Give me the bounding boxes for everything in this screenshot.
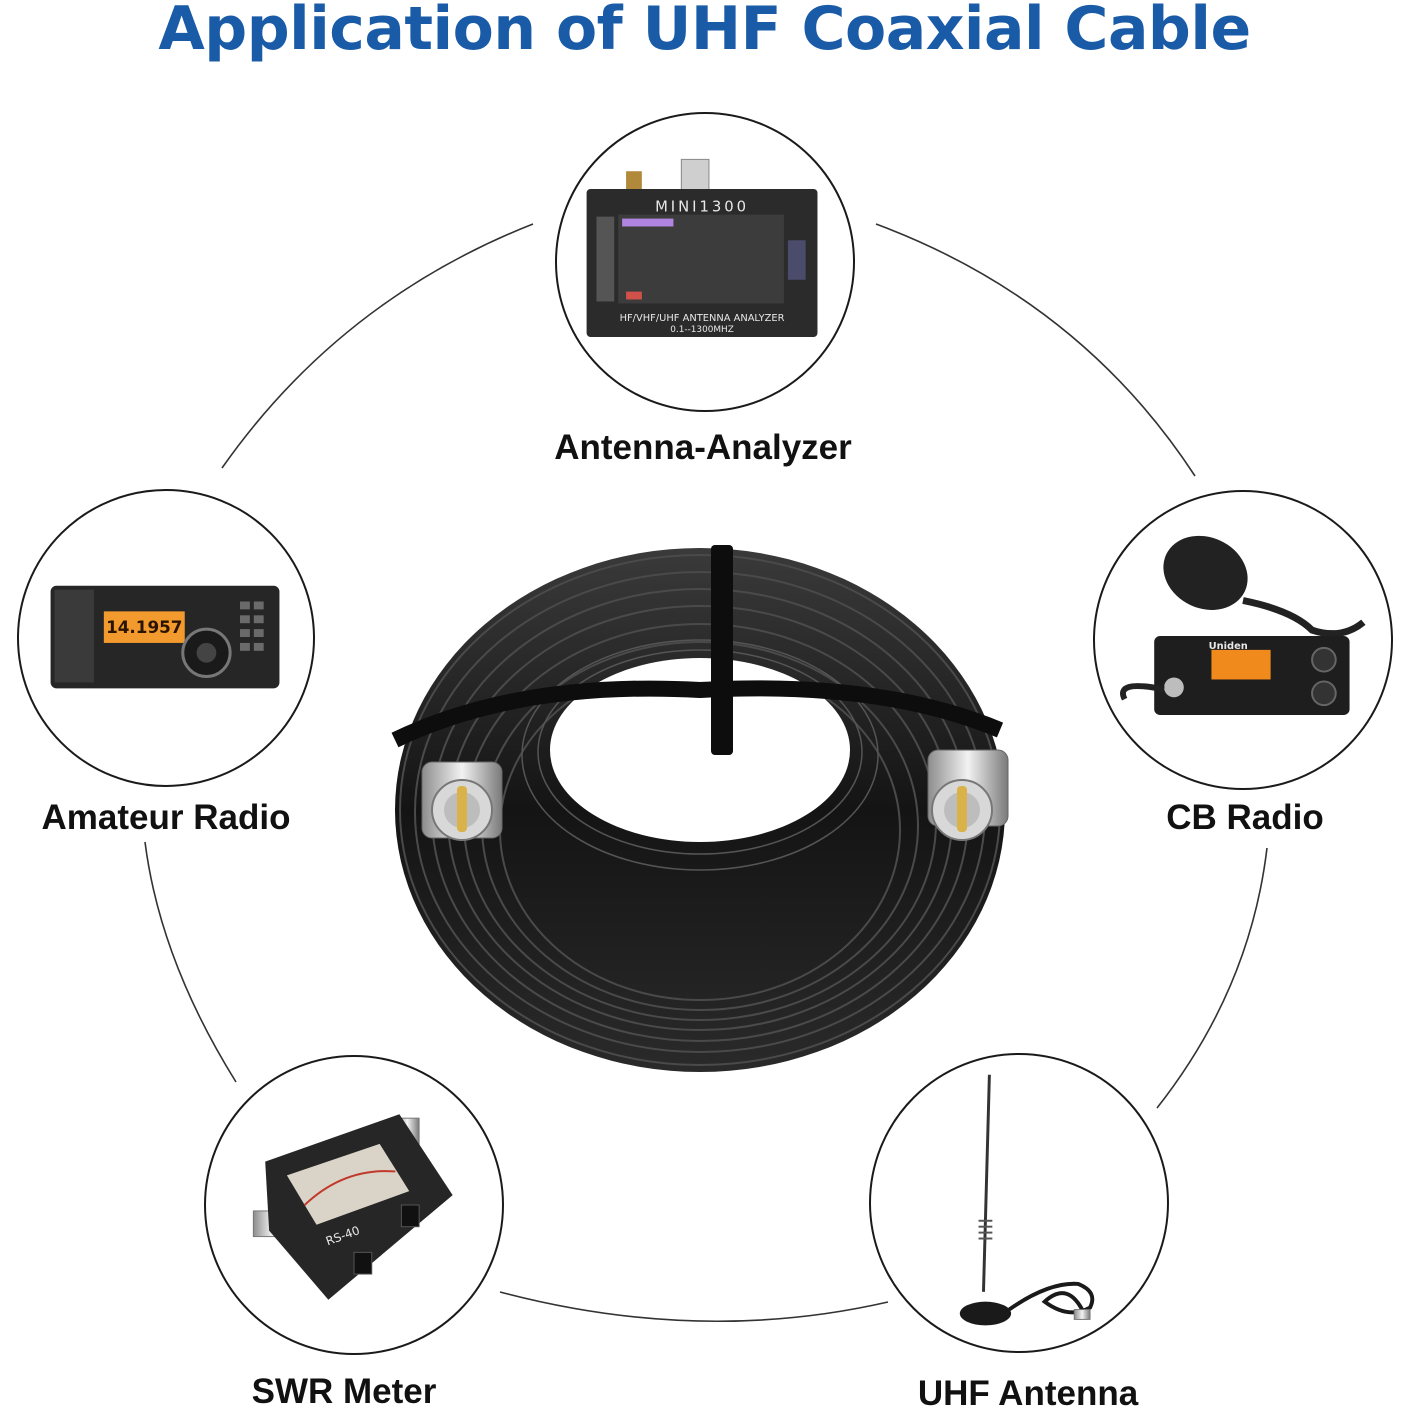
arc-right bbox=[1156, 847, 1268, 1109]
amateur-radio-circle: 14.1957 bbox=[17, 489, 315, 787]
arc-bottom bbox=[499, 1291, 889, 1323]
label-antenna-analyzer: Antenna-Analyzer bbox=[554, 428, 852, 467]
cb-radio-image: Uniden bbox=[1120, 535, 1366, 715]
label-amateur-radio: Amateur Radio bbox=[41, 798, 291, 837]
uhf-antenna-circle bbox=[869, 1053, 1169, 1353]
analyzer-caption: HF/VHF/UHF ANTENNA ANALYZER bbox=[620, 313, 785, 324]
antenna-analyzer-image: MINI1300 HF/VHF/UHF ANTENNA ANALYZER 0.1… bbox=[586, 158, 818, 337]
analyzer-range: 0.1--1300MHZ bbox=[670, 325, 734, 335]
cb-brand: Uniden bbox=[1209, 641, 1248, 652]
arc-left bbox=[144, 841, 237, 1083]
cb-radio-circle: Uniden bbox=[1093, 490, 1393, 790]
swr-meter-circle: RS-40 bbox=[204, 1055, 504, 1355]
arc-top-right bbox=[875, 223, 1196, 477]
label-swr-meter: SWR Meter bbox=[251, 1372, 437, 1411]
uhf-antenna-image bbox=[959, 1074, 1095, 1326]
label-cb-radio: CB Radio bbox=[1166, 798, 1324, 837]
swr-meter-image: RS-40 bbox=[252, 1114, 453, 1300]
page-title: Application of UHF Coaxial Cable bbox=[158, 0, 1251, 64]
arc-top-left bbox=[221, 223, 534, 469]
amateur-radio-image: 14.1957 bbox=[50, 585, 280, 689]
label-uhf-antenna: UHF Antenna bbox=[917, 1374, 1139, 1413]
radio-display-readout: 14.1957 bbox=[106, 617, 182, 637]
antenna-analyzer-circle: MINI1300 HF/VHF/UHF ANTENNA ANALYZER 0.1… bbox=[555, 112, 855, 412]
analyzer-brand: MINI1300 bbox=[655, 199, 749, 216]
